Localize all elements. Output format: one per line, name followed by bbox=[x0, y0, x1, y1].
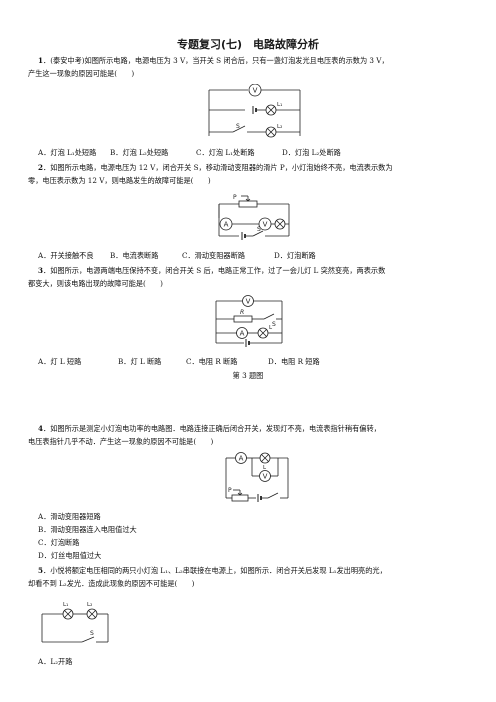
q2-switch-label: S bbox=[257, 226, 261, 233]
question-5-line1: ．小悦将额定电压相同的两只小灯泡 L₁、L₂串联接在电源上，如图所示．闭合开关后… bbox=[43, 566, 387, 575]
q5-l1-label: L₁ bbox=[63, 602, 68, 608]
q5-option-a: A．L₂开路 bbox=[38, 657, 73, 666]
question-1-line1: ．(泰安中考)如图所示电路，电源电压为 3 V，当开关 S 闭合后，只有一盏灯泡… bbox=[43, 56, 389, 65]
q4-option-a: A．滑动变阻器短路 bbox=[38, 512, 101, 521]
question-1-number: 1 bbox=[38, 56, 44, 65]
q3-option-d: D．电阻 R 短路 bbox=[268, 357, 320, 366]
question-1-text: 1．(泰安中考)如图所示电路，电源电压为 3 V，当开关 S 闭合后，只有一盏灯… bbox=[38, 54, 389, 67]
question-2-number: 2 bbox=[38, 163, 44, 172]
question-5-circuit-diagram: L₁ L₂ S bbox=[41, 602, 109, 643]
question-3-circuit-diagram: V R S A L bbox=[215, 295, 283, 347]
question-1-line2: 产生这一现象的原因可能是( ) bbox=[28, 69, 135, 78]
q4-option-b: B．滑动变阻器连入电阻值过大 bbox=[38, 525, 137, 534]
q1-l2-label: L₂ bbox=[277, 124, 282, 130]
question-3-options: A．灯 L 短路 B．灯 L 断路 C．电阻 R 断路 D．电阻 R 短路 bbox=[38, 357, 320, 367]
q3-resistor-label: R bbox=[240, 309, 244, 316]
question-4-number: 4 bbox=[38, 424, 44, 433]
question-5-text: 5．小悦将额定电压相同的两只小灯泡 L₁、L₂串联接在电源上，如图所示．闭合开关… bbox=[38, 564, 387, 577]
q1-option-c: C．灯泡 L₁处断路 bbox=[196, 148, 255, 157]
q4-lamp-label: L bbox=[263, 465, 267, 471]
q1-option-a: A．灯泡 L₁处短路 bbox=[38, 148, 97, 157]
q3-option-c: C．电阻 R 断路 bbox=[186, 357, 238, 366]
question-2-options: A．开关接触不良 B．电流表断路 C．滑动变阻器断路 D．灯泡断路 bbox=[38, 251, 316, 261]
question-3-number: 3 bbox=[38, 266, 44, 275]
question-2-line1: ．如图所示电路，电源电压为 12 V，闭合开关 S，移动滑动变阻器的滑片 P，小… bbox=[43, 163, 393, 172]
question-4-text: 4．如图所示是测定小灯泡电功率的电路图．电路连接正确后闭合开关，发现灯不亮，电流… bbox=[38, 422, 381, 435]
question-3-line1: ．如图所示，电源两端电压保持不变，闭合开关 S 后，电路正常工作，过了一会儿灯 … bbox=[43, 266, 386, 275]
q3-lamp-label: L bbox=[269, 325, 273, 331]
q1-voltmeter-label: V bbox=[253, 87, 258, 95]
q1-option-d: D．灯泡 L₂处断路 bbox=[282, 148, 341, 157]
q4-option-d: D．灯丝电阻值过大 bbox=[38, 551, 102, 560]
question-5-line2: 却看不到 L₂发光．造成此现象的原因不可能是( ) bbox=[28, 579, 195, 588]
question-2-circuit-diagram: P A V S bbox=[218, 194, 290, 240]
question-3-text: 3．如图所示，电源两端电压保持不变，闭合开关 S 后，电路正常工作，过了一会儿灯… bbox=[38, 264, 385, 277]
question-4-line2: 电压表指针几乎不动．产生这一现象的原因不可能是( ) bbox=[28, 437, 214, 446]
question-2-text: 2．如图所示电路，电源电压为 12 V，闭合开关 S，移动滑动变阻器的滑片 P，… bbox=[38, 161, 393, 174]
q2-slider-label: P bbox=[233, 194, 237, 201]
q3-voltmeter-label: V bbox=[246, 298, 251, 306]
question-4-line1: ．如图所示是测定小灯泡电功率的电路图．电路连接正确后闭合开关，发现灯不亮，电流表… bbox=[43, 424, 381, 433]
q5-l2-label: L₂ bbox=[87, 602, 92, 608]
q5-switch-label: S bbox=[90, 630, 94, 637]
q4-voltmeter-label: V bbox=[263, 473, 268, 481]
q1-switch-label: S bbox=[236, 123, 240, 130]
q2-option-b: B．电流表断路 bbox=[110, 251, 159, 260]
q3-option-b: B．灯 L 断路 bbox=[118, 357, 162, 366]
q1-l1-label: L₁ bbox=[277, 102, 282, 108]
q3-ammeter-label: A bbox=[240, 330, 245, 338]
q2-voltmeter-label: V bbox=[263, 221, 268, 229]
question-1-options: A．灯泡 L₁处短路 B．灯泡 L₂处短路 C．灯泡 L₁处断路 D．灯泡 L₂处断路 bbox=[38, 148, 341, 158]
q2-option-c: C．滑动变阻器断路 bbox=[182, 251, 246, 260]
q4-option-c: C．灯泡断路 bbox=[38, 538, 80, 547]
q1-option-b: B．灯泡 L₂处短路 bbox=[110, 148, 169, 157]
page-title: 专题复习(七) 电路故障分析 bbox=[176, 38, 320, 51]
q3-switch-label: S bbox=[272, 321, 276, 328]
question-4-circuit-diagram: A L V P bbox=[225, 452, 289, 502]
q3-option-a: A．灯 L 短路 bbox=[38, 357, 82, 366]
question-2-line2: 零，电压表示数为 12 V，则电路发生的故障可能是( ) bbox=[28, 176, 211, 185]
question-1-circuit-diagram: V L₁ L₂ S bbox=[208, 84, 301, 138]
q4-slider-label: P bbox=[228, 487, 232, 494]
q2-option-d: D．灯泡断路 bbox=[274, 251, 316, 260]
q2-ammeter-label: A bbox=[224, 221, 229, 229]
question-3-figure-caption: 第 3 题图 bbox=[232, 371, 264, 380]
q2-option-a: A．开关接触不良 bbox=[38, 251, 94, 260]
question-3-line2: 都变大，则该电路出现的故障可能是( ) bbox=[28, 279, 163, 288]
q4-ammeter-label: A bbox=[239, 455, 244, 463]
question-5-number: 5 bbox=[38, 566, 44, 575]
